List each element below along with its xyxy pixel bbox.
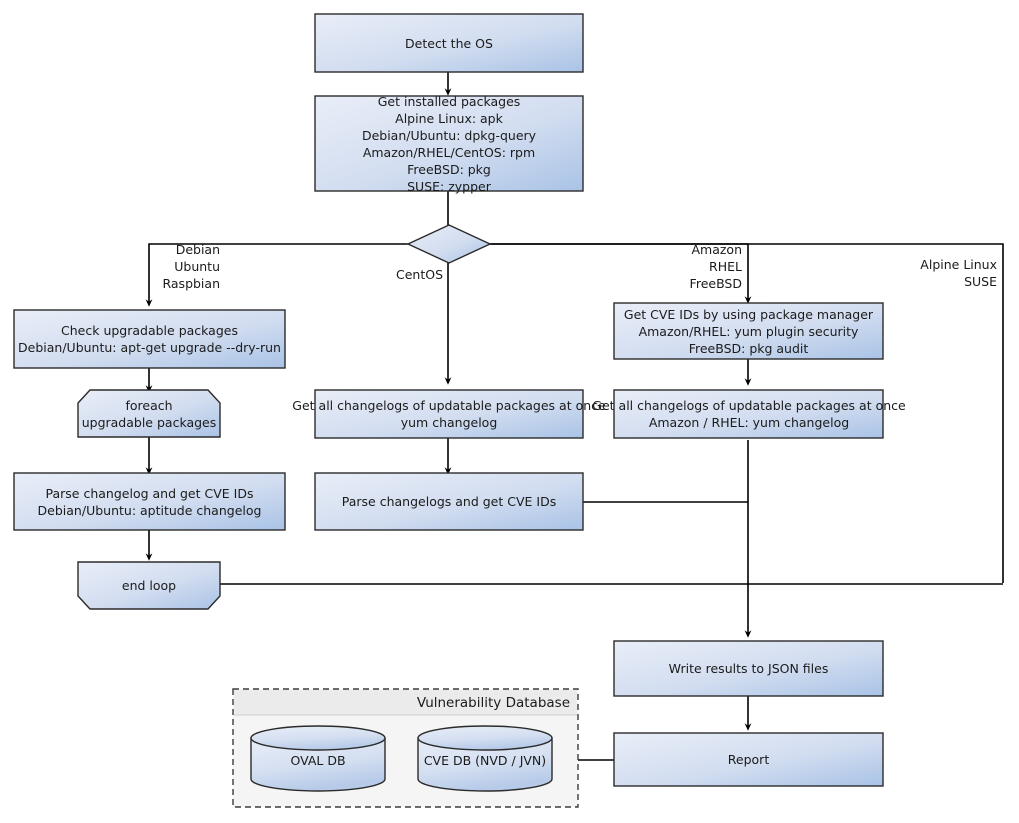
branch-line-2: SUSE [964, 274, 997, 289]
node-parse-changelogs-centos [314, 472, 584, 531]
node-detect-os [314, 13, 584, 73]
node-report [613, 732, 884, 787]
branch-line-1: Amazon [691, 242, 742, 257]
node-decision-diamond [406, 224, 492, 264]
node-parse-changelog-debian [13, 472, 286, 531]
node-foreach-loop-start [77, 389, 221, 438]
edge-label-debian-branch: Debian Ubuntu Raspbian [100, 241, 220, 292]
node-changelogs-centos [314, 389, 584, 439]
node-changelogs-amazon [613, 389, 884, 439]
branch-line-1: CentOS [395, 267, 443, 282]
branch-line-1: Debian [175, 242, 220, 257]
branch-line-1: Alpine Linux [920, 257, 997, 272]
db-cylinder-cve [417, 725, 553, 792]
node-write-json [613, 640, 884, 697]
group-vulnerability-database-header [234, 690, 577, 715]
edge-label-alpine-branch: Alpine Linux SUSE [875, 256, 997, 290]
node-get-cve-package-manager [613, 302, 884, 360]
node-end-loop [77, 561, 221, 610]
node-check-upgradable [13, 309, 286, 369]
edge-label-amazon-branch: Amazon RHEL FreeBSD [620, 241, 742, 292]
branch-line-2: Ubuntu [174, 259, 220, 274]
branch-line-3: Raspbian [162, 276, 220, 291]
branch-line-3: FreeBSD [689, 276, 742, 291]
edge-label-centos-branch: CentOS [328, 266, 443, 283]
group-vulnerability-database-title: Vulnerability Database [416, 695, 570, 711]
branch-line-2: RHEL [709, 259, 742, 274]
node-get-installed-packages [314, 95, 584, 192]
db-cylinder-oval [250, 725, 386, 792]
